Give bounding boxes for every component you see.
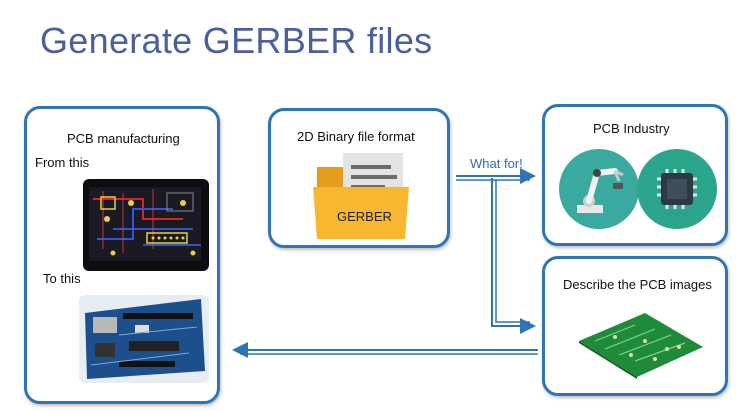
describe-pcb-box: Describe the PCB images (542, 256, 728, 396)
what-for-label: What for! (470, 156, 523, 171)
pcb-manufacturing-heading: PCB manufacturing (67, 131, 180, 146)
describe-pcb-heading: Describe the PCB images (563, 277, 712, 292)
folder-icon (313, 153, 409, 239)
pcb-industry-heading: PCB Industry (593, 121, 670, 136)
assembled-pcb-image (79, 295, 209, 383)
robot-arm-icon (559, 149, 639, 229)
page-title: Generate GERBER files (40, 20, 433, 61)
microchip-icon (637, 149, 717, 229)
gerber-folder-label: GERBER (337, 209, 392, 224)
to-this-label: To this (43, 271, 81, 286)
green-pcb-image (579, 313, 703, 379)
from-this-label: From this (35, 155, 90, 170)
pcb-layout-image (83, 179, 209, 271)
binary-format-heading: 2D Binary file format (297, 129, 415, 144)
pcb-industry-box: PCB Industry (542, 104, 728, 246)
pcb-manufacturing-box: PCB manufacturing From this To this (24, 106, 220, 404)
binary-format-box: 2D Binary file format GERBER (268, 108, 450, 248)
arrow-to-describe (491, 178, 536, 334)
